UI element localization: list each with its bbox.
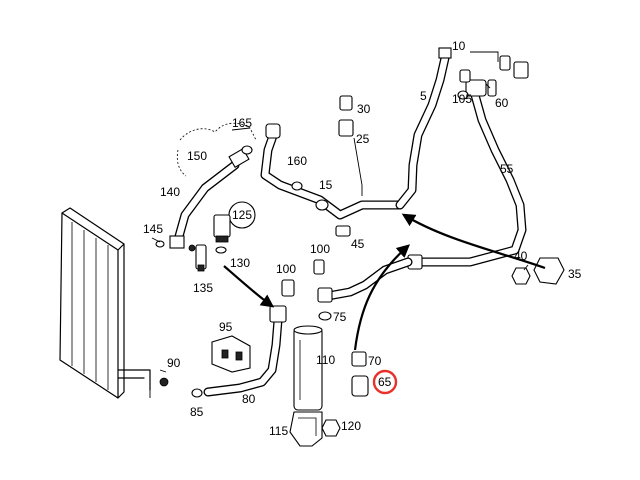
label-95: 95 bbox=[219, 320, 233, 334]
label-80: 80 bbox=[242, 392, 256, 406]
label-40: 40 bbox=[514, 249, 528, 263]
label-45: 45 bbox=[351, 237, 365, 251]
label-110: 110 bbox=[316, 353, 335, 367]
label-150: 150 bbox=[187, 149, 207, 163]
label-100-right: 100 bbox=[310, 242, 330, 256]
flow-arrows bbox=[223, 213, 546, 351]
fittings bbox=[155, 55, 565, 397]
hose-160 bbox=[260, 123, 405, 220]
leader-lines bbox=[149, 51, 529, 398]
label-90: 90 bbox=[167, 356, 181, 370]
condenser bbox=[59, 207, 151, 399]
hose-75 bbox=[317, 257, 413, 303]
pressure-switch bbox=[195, 201, 256, 272]
hose-5 bbox=[395, 47, 452, 210]
label-120: 120 bbox=[341, 419, 361, 433]
label-15: 15 bbox=[319, 178, 333, 192]
label-135: 135 bbox=[193, 281, 213, 295]
part-95 bbox=[211, 335, 251, 373]
label-160: 160 bbox=[287, 154, 307, 168]
label-100-left: 100 bbox=[276, 262, 296, 276]
label-10: 10 bbox=[452, 39, 466, 53]
bracket-115 bbox=[289, 411, 323, 447]
label-55: 55 bbox=[500, 162, 514, 176]
label-105: 105 bbox=[452, 92, 472, 106]
label-140: 140 bbox=[160, 185, 180, 199]
label-165: 165 bbox=[232, 116, 252, 130]
label-30: 30 bbox=[357, 102, 371, 116]
label-60: 60 bbox=[495, 96, 509, 110]
label-25: 25 bbox=[356, 132, 370, 146]
label-70: 70 bbox=[368, 354, 382, 368]
nut-120 bbox=[321, 419, 341, 437]
label-130: 130 bbox=[230, 256, 250, 270]
label-35: 35 bbox=[568, 267, 582, 281]
label-115: 115 bbox=[269, 424, 288, 438]
highlight-ring-65 bbox=[372, 369, 398, 395]
hose-80 bbox=[191, 305, 287, 398]
part-labels: 5 10 15 25 30 35 40 45 55 60 65 70 75 80… bbox=[143, 39, 582, 438]
hose-140 bbox=[169, 148, 250, 252]
label-85: 85 bbox=[190, 405, 204, 419]
label-65: 65 bbox=[378, 375, 392, 389]
label-75: 75 bbox=[333, 310, 347, 324]
label-145: 145 bbox=[143, 222, 163, 236]
label-125: 125 bbox=[232, 208, 252, 222]
compressor-outline bbox=[176, 122, 257, 177]
label-5: 5 bbox=[420, 89, 427, 103]
receiver-drier bbox=[293, 325, 323, 411]
